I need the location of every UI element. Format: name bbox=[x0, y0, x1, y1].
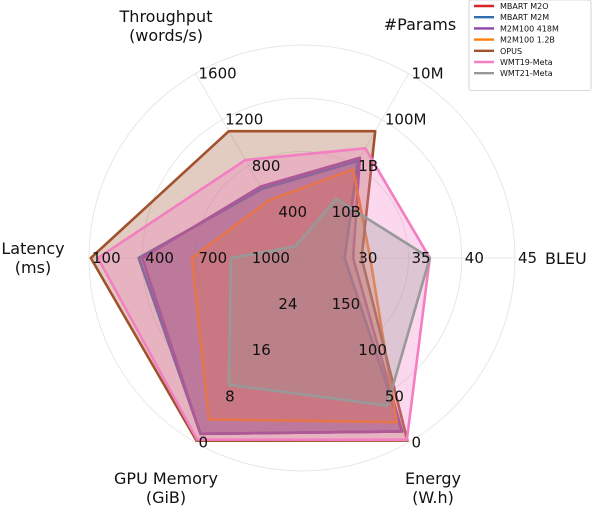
tick-label: 50 bbox=[385, 387, 404, 405]
tick-label: 10B bbox=[332, 203, 361, 221]
axis-label: Energy(W.h) bbox=[405, 469, 461, 507]
axis-label: Latency(ms) bbox=[1, 239, 64, 277]
grid-spoke bbox=[301, 73, 409, 259]
tick-label: 1B bbox=[358, 157, 378, 175]
legend-entry: OPUS bbox=[500, 47, 522, 56]
tick-label: 1600 bbox=[199, 65, 237, 83]
tick-label: 150 bbox=[332, 295, 361, 313]
axis-label: BLEU bbox=[545, 249, 587, 268]
tick-label: 16 bbox=[252, 341, 271, 359]
series-polygons bbox=[89, 129, 432, 443]
tick-label: 40 bbox=[465, 249, 484, 267]
grid-spoke bbox=[195, 73, 303, 259]
legend-entry: MBART M2O bbox=[500, 2, 549, 11]
tick-label: 45 bbox=[518, 249, 537, 267]
tick-label: 100M bbox=[385, 111, 427, 129]
tick-label: 400 bbox=[278, 203, 307, 221]
tick-label: 1000 bbox=[252, 249, 290, 267]
tick-label: 10M bbox=[412, 65, 444, 83]
tick-label: 24 bbox=[278, 295, 297, 313]
tick-label: 30 bbox=[358, 249, 377, 267]
legend-entry: M2M100 1.2B bbox=[500, 36, 555, 45]
series-polygon-3 bbox=[190, 168, 399, 424]
tick-label: 0 bbox=[412, 434, 422, 452]
legend-entry: M2M100 418M bbox=[500, 24, 559, 33]
legend-entry: MBART M2M bbox=[500, 13, 549, 22]
grid-spoke bbox=[301, 257, 409, 443]
tick-label: 8 bbox=[225, 387, 235, 405]
tick-label: 100 bbox=[358, 341, 387, 359]
axis-label: #Params bbox=[384, 15, 456, 34]
tick-label: 1200 bbox=[225, 111, 263, 129]
series-polygon-5 bbox=[96, 147, 432, 442]
axis-label: GPU Memory(GiB) bbox=[114, 469, 218, 507]
tick-label: 0 bbox=[199, 434, 209, 452]
legend: MBART M2O MBART M2M M2M100 418M M2M100 1.2B… bbox=[468, 0, 592, 91]
axis-label: Throughput(words/s) bbox=[119, 7, 213, 45]
tick-label: 400 bbox=[145, 249, 174, 267]
axis-labels: BLEU #Params Throughput(words/s) Latency(ms… bbox=[1, 7, 586, 507]
legend-entry: WMT21-Meta bbox=[500, 69, 553, 78]
tick-label: 35 bbox=[412, 249, 431, 267]
tick-label: 700 bbox=[199, 249, 228, 267]
series-polygon-6 bbox=[227, 197, 432, 407]
legend-entry: WMT19-Meta bbox=[500, 58, 553, 67]
grid-spoke bbox=[195, 257, 303, 443]
tick-label: 800 bbox=[252, 157, 281, 175]
grid bbox=[88, 44, 516, 472]
tick-label: 100 bbox=[92, 249, 121, 267]
legend-box bbox=[468, 0, 592, 91]
series-polygon-2 bbox=[141, 156, 404, 436]
